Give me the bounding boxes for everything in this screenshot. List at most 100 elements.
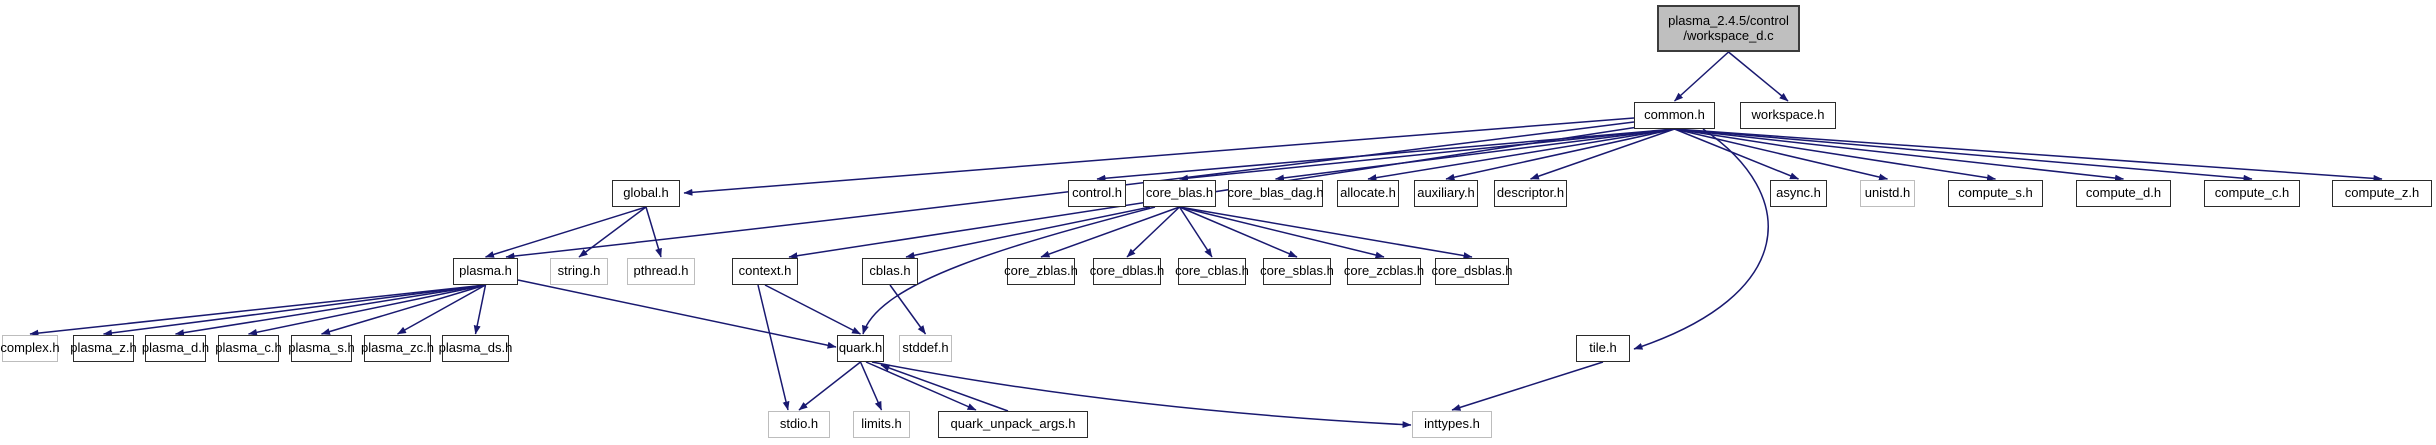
node-control-h[interactable]: control.h xyxy=(1068,180,1126,207)
node-label: complex.h xyxy=(0,340,60,356)
node-label: tile.h xyxy=(1589,340,1617,356)
node-label: auxiliary.h xyxy=(1417,185,1475,201)
node-string-h: string.h xyxy=(550,258,608,285)
node-label: plasma_ds.h xyxy=(438,340,513,356)
include-edge-plasma-to-quark xyxy=(517,279,837,349)
node-plasma-ds-h[interactable]: plasma_ds.h xyxy=(439,335,512,362)
node-stddef-h: stddef.h xyxy=(899,335,952,362)
node-core-blas-h[interactable]: core_blas.h xyxy=(1143,180,1216,207)
node-label: pthread.h xyxy=(633,263,689,279)
node-plasma-h[interactable]: plasma.h xyxy=(453,258,518,285)
node-async-h[interactable]: async.h xyxy=(1770,180,1827,207)
include-edge-common-to-async xyxy=(1674,128,1799,180)
node-label: quark_unpack_args.h xyxy=(950,416,1076,432)
node-label: string.h xyxy=(557,263,601,279)
node-label: async.h xyxy=(1776,185,1821,201)
node-label: plasma_d.h xyxy=(141,340,210,356)
include-edge-common-to-control xyxy=(1096,128,1675,182)
node-compute-d-h[interactable]: compute_d.h xyxy=(2076,180,2171,207)
include-edge-context-to-quark xyxy=(764,284,861,335)
include-edge-global-to-pthread xyxy=(645,206,662,258)
node-complex-h: complex.h xyxy=(0,335,60,362)
root-label-line1: plasma_2.4.5/control xyxy=(1668,12,1789,28)
include-edge-common-to-context xyxy=(788,126,1639,260)
node-label: plasma_s.h xyxy=(288,340,355,356)
node-unistd-h: unistd.h xyxy=(1860,180,1915,207)
node-label: common.h xyxy=(1644,107,1705,123)
node-workspace-h[interactable]: workspace.h xyxy=(1740,102,1836,129)
node-core-cblas-h[interactable]: core_cblas.h xyxy=(1175,258,1249,285)
include-edge-core_blas-to-core_dsblas xyxy=(1179,206,1473,260)
node-label: compute_c.h xyxy=(2214,185,2290,201)
node-core-sblas-h[interactable]: core_sblas.h xyxy=(1260,258,1334,285)
node-limits-h: limits.h xyxy=(853,411,910,438)
node-label: cblas.h xyxy=(869,263,911,279)
node-core-dblas-h[interactable]: core_dblas.h xyxy=(1090,258,1164,285)
include-edge-common-to-core_blas_dag xyxy=(1275,128,1675,182)
node-common-h[interactable]: common.h xyxy=(1634,102,1715,129)
node-label: compute_s.h xyxy=(1958,185,2033,201)
node-auxiliary-h[interactable]: auxiliary.h xyxy=(1414,180,1478,207)
root-label-line2: /workspace_d.c xyxy=(1683,27,1774,43)
include-edge-common-to-unistd xyxy=(1674,128,1888,181)
include-edge-core_blas-to-quark xyxy=(862,206,1156,335)
node-global-h[interactable]: global.h xyxy=(612,180,680,207)
include-edge-common-to-descriptor xyxy=(1530,128,1675,180)
include-edge-global-to-string xyxy=(578,206,647,258)
include-edge-core_blas-to-core_zblas xyxy=(1040,206,1180,258)
node-context-h[interactable]: context.h xyxy=(732,258,798,285)
node-compute-c-h[interactable]: compute_c.h xyxy=(2204,180,2300,207)
node-plasma-s-h[interactable]: plasma_s.h xyxy=(288,335,355,362)
node-label: plasma_zc.h xyxy=(361,340,434,356)
node-descriptor-h[interactable]: descriptor.h xyxy=(1494,180,1567,207)
node-plasma-d-h[interactable]: plasma_d.h xyxy=(141,335,210,362)
include-edge-plasma-to-plasma_z xyxy=(103,284,486,337)
include-edge-common-to-compute_s xyxy=(1674,128,1996,182)
node-core-dsblas-h[interactable]: core_dsblas.h xyxy=(1432,258,1512,285)
include-edge-context-to-stdio xyxy=(757,284,790,411)
node-core-zblas-h[interactable]: core_zblas.h xyxy=(1004,258,1078,285)
node-compute-z-h[interactable]: compute_z.h xyxy=(2332,180,2432,207)
node-label: compute_d.h xyxy=(2085,185,2162,201)
node-tile-h[interactable]: tile.h xyxy=(1576,335,1630,362)
node-core-zcblas-h[interactable]: core_zcblas.h xyxy=(1343,258,1425,285)
node-stdio-h: stdio.h xyxy=(768,411,830,438)
node-plasma-z-h[interactable]: plasma_z.h xyxy=(70,335,137,362)
include-edge-common-to-global xyxy=(683,117,1635,196)
node-plasma-c-h[interactable]: plasma_c.h xyxy=(215,335,282,362)
node-label: workspace.h xyxy=(1751,107,1825,123)
include-edge-core_blas-to-core_cblas xyxy=(1178,206,1213,258)
node-label: plasma_z.h xyxy=(70,340,137,356)
node-label: allocate.h xyxy=(1340,185,1396,201)
include-edge-core_blas-to-core_dblas xyxy=(1126,206,1181,258)
include-edge-core_blas-to-core_zcblas xyxy=(1179,206,1385,259)
node-allocate-h[interactable]: allocate.h xyxy=(1337,180,1399,207)
node-label: core_zcblas.h xyxy=(1343,263,1425,279)
node-workspace-d-c: plasma_2.4.5/control /workspace_d.c xyxy=(1657,5,1800,52)
node-label: global.h xyxy=(623,185,669,201)
node-label: plasma.h xyxy=(459,263,512,279)
node-core-blas-dag-h[interactable]: core_blas_dag.h xyxy=(1227,180,1324,207)
node-compute-s-h[interactable]: compute_s.h xyxy=(1948,180,2043,207)
node-plasma-zc-h[interactable]: plasma_zc.h xyxy=(361,335,434,362)
include-edge-common-to-compute_c xyxy=(1674,128,2253,182)
include-edge-common-to-core_blas xyxy=(1179,128,1675,182)
node-label: core_blas.h xyxy=(1145,185,1214,201)
node-label: limits.h xyxy=(861,416,902,432)
node-label: quark.h xyxy=(838,340,883,356)
include-edge-quark_unpack_args-to-quark xyxy=(880,364,1009,412)
node-label: plasma_c.h xyxy=(215,340,282,356)
include-edge-tile-to-inttypes xyxy=(1451,361,1604,411)
node-label: core_blas_dag.h xyxy=(1227,185,1324,201)
node-label: compute_z.h xyxy=(2344,185,2420,201)
include-edge-common-to-plasma xyxy=(505,121,1635,260)
node-quark-unpack-args-h[interactable]: quark_unpack_args.h xyxy=(938,411,1088,438)
node-label: stddef.h xyxy=(902,340,949,356)
node-quark-h[interactable]: quark.h xyxy=(837,335,884,362)
include-edge-root-to-workspace xyxy=(1728,51,1789,102)
node-label: core_cblas.h xyxy=(1175,263,1249,279)
node-cblas-h[interactable]: cblas.h xyxy=(862,258,918,285)
include-edge-common-to-compute_z xyxy=(1674,128,2383,182)
include-edge-plasma-to-complex xyxy=(29,284,486,337)
